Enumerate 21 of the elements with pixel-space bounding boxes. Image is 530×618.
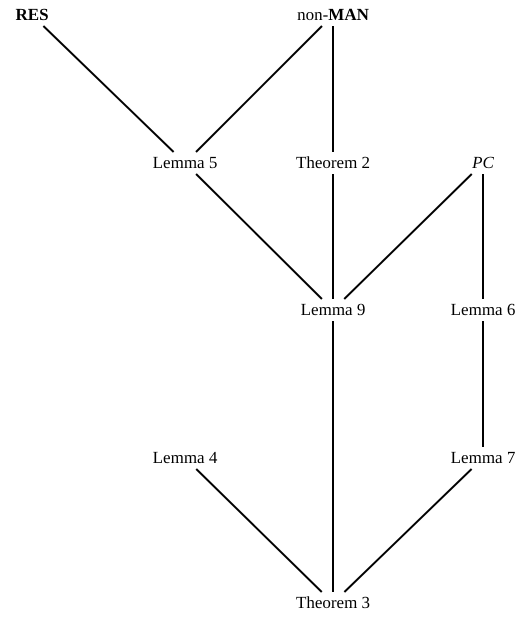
node-label: Theorem 3 <box>296 593 370 613</box>
connector-line <box>195 25 323 153</box>
connector-line <box>332 26 334 152</box>
node-label: non-MAN <box>297 5 369 25</box>
connector-line <box>344 173 472 300</box>
connector-line <box>332 321 334 592</box>
connector-line <box>344 468 472 593</box>
node-label: Lemma 5 <box>152 153 218 173</box>
node-label: Lemma 6 <box>450 300 516 320</box>
node-label: Lemma 4 <box>152 448 218 468</box>
node-label: Lemma 9 <box>300 300 366 320</box>
node-label: PC <box>472 153 494 173</box>
node-label: Lemma 7 <box>450 448 516 468</box>
connector-line <box>196 468 322 593</box>
connector-line <box>42 25 174 153</box>
connector-line <box>195 173 323 300</box>
connector-line <box>482 174 484 299</box>
connector-line <box>332 174 334 299</box>
node-label: RES <box>15 5 49 25</box>
connector-line <box>482 321 484 447</box>
node-label: Theorem 2 <box>296 153 370 173</box>
